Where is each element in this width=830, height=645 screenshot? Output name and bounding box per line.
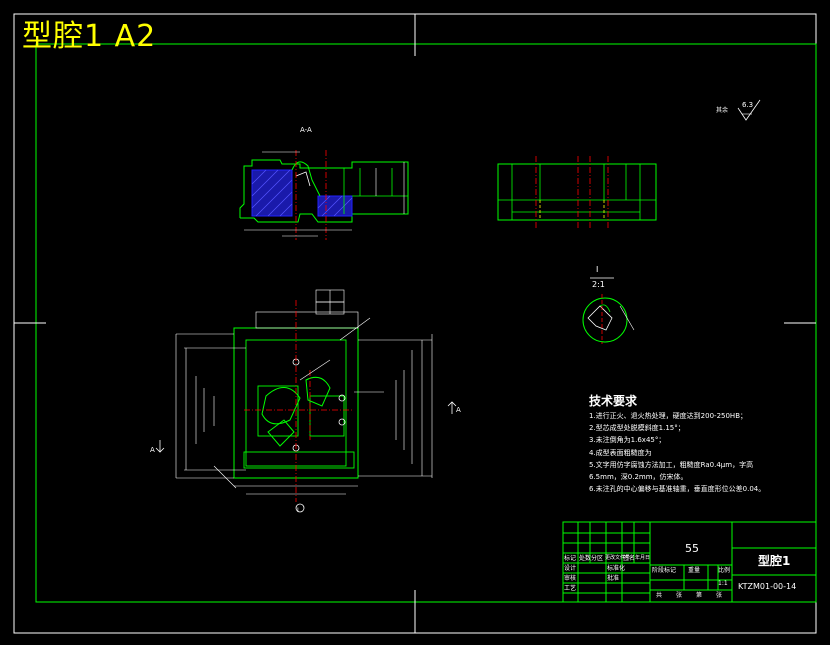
material-value: 55 bbox=[685, 542, 699, 555]
centring-marks bbox=[14, 14, 816, 633]
weight-header: 重量 bbox=[688, 567, 701, 574]
row-label: 年月日 bbox=[635, 555, 651, 561]
tech-requirement-item: 4.成型表面粗糙度为 bbox=[589, 448, 652, 457]
title-block bbox=[562, 521, 817, 603]
detail-label: I bbox=[596, 265, 599, 274]
section-mark-right: A bbox=[456, 406, 461, 414]
roughness-value: 6.3 bbox=[742, 101, 754, 109]
row-label: 分区 bbox=[591, 555, 604, 562]
tech-requirements-list: 1.进行正火、退火热处理，硬度达到200-250HB； 2.型芯成型处脱模斜度1… bbox=[589, 410, 765, 495]
stage-header: 阶段标记 bbox=[652, 567, 677, 574]
tech-requirement-item: 6.5mm，深0.2mm，仿宋体。 bbox=[589, 472, 688, 481]
roughness-symbol bbox=[737, 99, 761, 121]
sheet-label: 张 bbox=[716, 592, 723, 599]
section-label: A-A bbox=[300, 126, 312, 134]
row-label: 更改文件号 bbox=[605, 555, 631, 561]
detail-callout: I bbox=[297, 507, 299, 514]
scale-header: 比例 bbox=[718, 567, 731, 574]
tech-requirement-item: 1.进行正火、退火热处理，硬度达到200-250HB； bbox=[589, 412, 747, 420]
sheet-label: 第 bbox=[696, 592, 703, 599]
sheet-label: 共 bbox=[656, 592, 663, 599]
drawing-number: KTZM01-00-14 bbox=[738, 582, 797, 591]
section-view-a-a: A-A bbox=[239, 126, 409, 240]
detail-view-i bbox=[582, 277, 635, 344]
role-label: 批准 bbox=[607, 575, 620, 582]
sheet-label: 张 bbox=[676, 592, 683, 599]
role-label: 工艺 bbox=[564, 585, 577, 592]
plan-view: A A I bbox=[150, 289, 461, 514]
role-label: 设计 bbox=[564, 565, 577, 572]
section-mark-left: A bbox=[150, 446, 155, 454]
drawing-title: 型腔1 A2 bbox=[22, 19, 157, 54]
roughness-note: 其余 bbox=[716, 107, 729, 114]
tech-requirement-item: 6.未注孔的中心偏移与基准轴重，垂直度形位公差0.04。 bbox=[589, 485, 766, 494]
tech-requirement-item: 3.未注倒角为1.6x45°； bbox=[589, 436, 666, 445]
inner-frame bbox=[35, 43, 817, 603]
tech-requirements-title: 技术要求 bbox=[589, 394, 638, 408]
detail-scale: 2:1 bbox=[592, 280, 605, 289]
tech-requirement-item: 5.文字用仿字腐蚀方法加工，粗糙度Ra0.4μm，字高 bbox=[589, 460, 754, 469]
scale-value: 1:1 bbox=[718, 580, 728, 587]
row-label: 签名 bbox=[623, 555, 636, 562]
row-label: 处数 bbox=[579, 555, 592, 562]
part-name: 型腔1 bbox=[758, 554, 791, 568]
tech-requirement-item: 2.型芯成型处脱模斜度1.15°； bbox=[589, 424, 685, 433]
side-view bbox=[497, 156, 657, 228]
role-label: 标准化 bbox=[607, 565, 626, 572]
outer-border bbox=[13, 13, 817, 634]
row-label: 标记 bbox=[564, 555, 577, 562]
role-label: 审核 bbox=[564, 575, 577, 582]
